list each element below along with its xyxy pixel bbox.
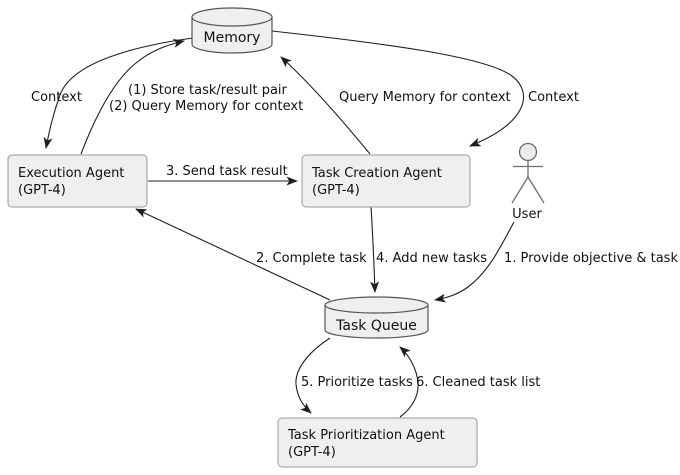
task-prioritization-agent-label: Task Prioritization Agent [287, 428, 445, 443]
task-queue-label: Task Queue [335, 318, 417, 334]
edge-label-store-task-result: (1) Store task/result pair [128, 83, 288, 98]
edge-label-query-memory-for-context: Query Memory for context [339, 90, 511, 105]
edge-memory-to-execution-agent [43, 37, 194, 149]
edge-label-context-left: Context [31, 90, 82, 105]
node-execution-agent: Execution Agent (GPT-4) [7, 154, 148, 208]
edge-label-context-right: Context [528, 90, 579, 105]
user-actor-legs-icon [511, 176, 545, 204]
edge-labels: Context (1) Store task/result pair (2) Q… [31, 83, 678, 390]
edge-task-creation-agent-to-memory [280, 56, 371, 155]
execution-agent-label: Execution Agent [18, 166, 124, 181]
edge-label-send-task-result: 3. Send task result [166, 164, 288, 179]
task-queue-cylinder-body [324, 305, 429, 339]
edge-task-queue-to-task-prioritization-agent [295, 337, 331, 414]
edge-label-provide-objective: 1. Provide objective & task [504, 251, 678, 266]
edge-label-add-new-tasks: 4. Add new tasks [376, 251, 487, 266]
task-creation-agent-label: Task Creation Agent [311, 166, 442, 181]
edge-task-prioritization-agent-to-task-queue [399, 346, 419, 418]
edge-task-creation-agent-to-task-queue [370, 206, 380, 293]
edge-task-queue-to-execution-agent [135, 208, 331, 301]
node-memory: Memory [191, 7, 273, 54]
memory-cylinder-top [191, 7, 273, 27]
edge-label-complete-task: 2. Complete task [256, 251, 367, 266]
edge-label-query-memory-2: (2) Query Memory for context [109, 99, 303, 114]
memory-cylinder-body [191, 17, 273, 54]
edge-label-prioritize-tasks: 5. Prioritize tasks [301, 375, 413, 390]
node-task-queue: Task Queue [324, 296, 429, 339]
task-creation-agent-sublabel: (GPT-4) [312, 183, 360, 198]
task-prioritization-agent-box [277, 417, 478, 468]
edge-execution-agent-to-memory [80, 39, 185, 155]
execution-agent-sublabel: (GPT-4) [18, 183, 66, 198]
edge-user-to-task-queue [434, 221, 515, 303]
node-user: User [511, 142, 545, 222]
edge-memory-to-task-creation-agent [271, 30, 525, 147]
node-task-prioritization-agent: Task Prioritization Agent (GPT-4) [277, 417, 478, 468]
edges [43, 30, 525, 418]
execution-agent-box [7, 154, 148, 208]
task-queue-cylinder-top [324, 296, 429, 314]
user-label: User [512, 207, 542, 222]
memory-label: Memory [204, 30, 261, 46]
node-task-creation-agent: Task Creation Agent (GPT-4) [301, 154, 471, 208]
edge-label-cleaned-task-list: 6. Cleaned task list [416, 375, 540, 390]
user-actor-head-icon [518, 142, 538, 162]
task-prioritization-agent-sublabel: (GPT-4) [288, 445, 336, 460]
task-creation-agent-box [301, 154, 471, 208]
